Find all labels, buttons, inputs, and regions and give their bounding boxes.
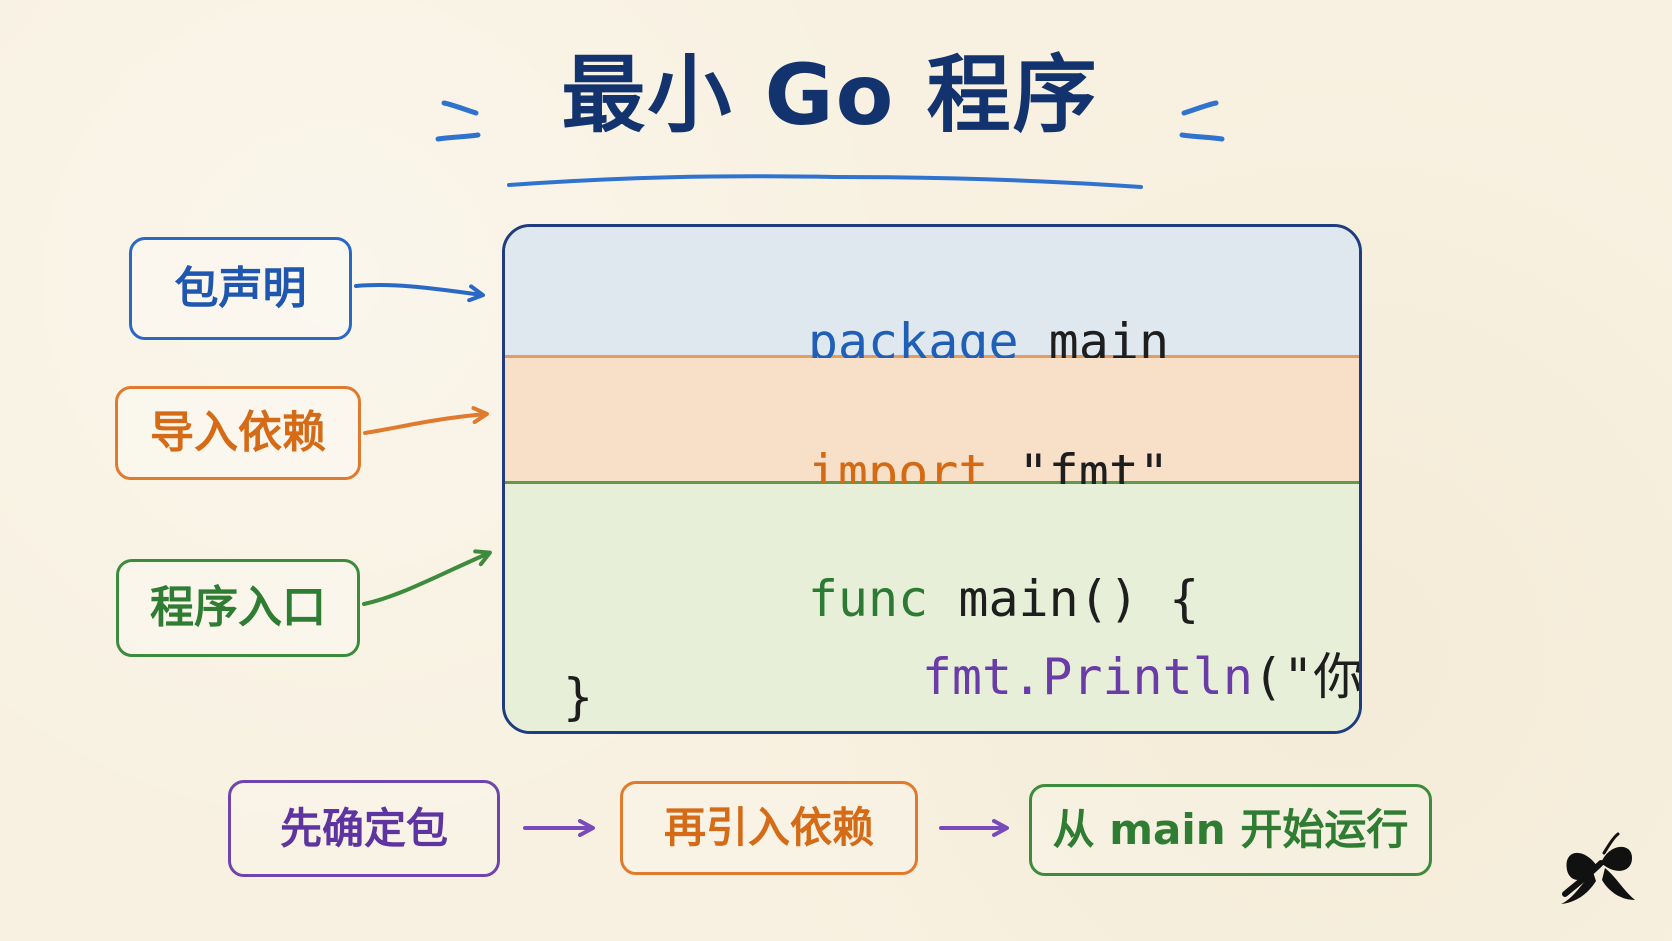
print-call: Println (1042, 648, 1253, 706)
flow-step-package: 先确定包 (228, 780, 500, 877)
title-left-decoration-icon (435, 100, 481, 142)
closing-brace-line: } (563, 668, 594, 726)
flow-step-import: 再引入依赖 (620, 781, 918, 875)
flow-step-run: 从 main 开始运行 (1029, 784, 1432, 876)
entry-connector-arrow (362, 549, 492, 606)
title-right-decoration-icon (1179, 100, 1225, 142)
import-connector-arrow (363, 406, 489, 435)
butterfly-logo-icon (1561, 832, 1635, 904)
print-arguments: ("你好, Go") (1252, 648, 1362, 706)
program-entry-label: 程序入口 (116, 559, 360, 657)
function-section: func main() { fmt.Println("你好, Go") } (505, 484, 1362, 731)
title-area: 最小 Go 程序 (430, 35, 1230, 205)
import-section: import "fmt" (505, 358, 1359, 498)
func-keyword: func (807, 570, 929, 628)
func-signature: main() { (928, 570, 1200, 628)
print-prefix: fmt. (921, 648, 1043, 706)
func-declaration-line: func main() { (567, 524, 1199, 674)
package-section: package main (505, 227, 1359, 367)
page-title: 最小 Go 程序 (561, 46, 1099, 144)
package-declaration-label: 包声明 (129, 237, 352, 340)
import-dependency-label: 导入依赖 (115, 386, 361, 480)
code-panel: package main import "fmt" func main() { … (502, 224, 1362, 734)
print-line: fmt.Println("你好, Go") (681, 602, 1362, 731)
title-underline-icon (507, 174, 1143, 189)
package-connector-arrow (354, 283, 485, 303)
